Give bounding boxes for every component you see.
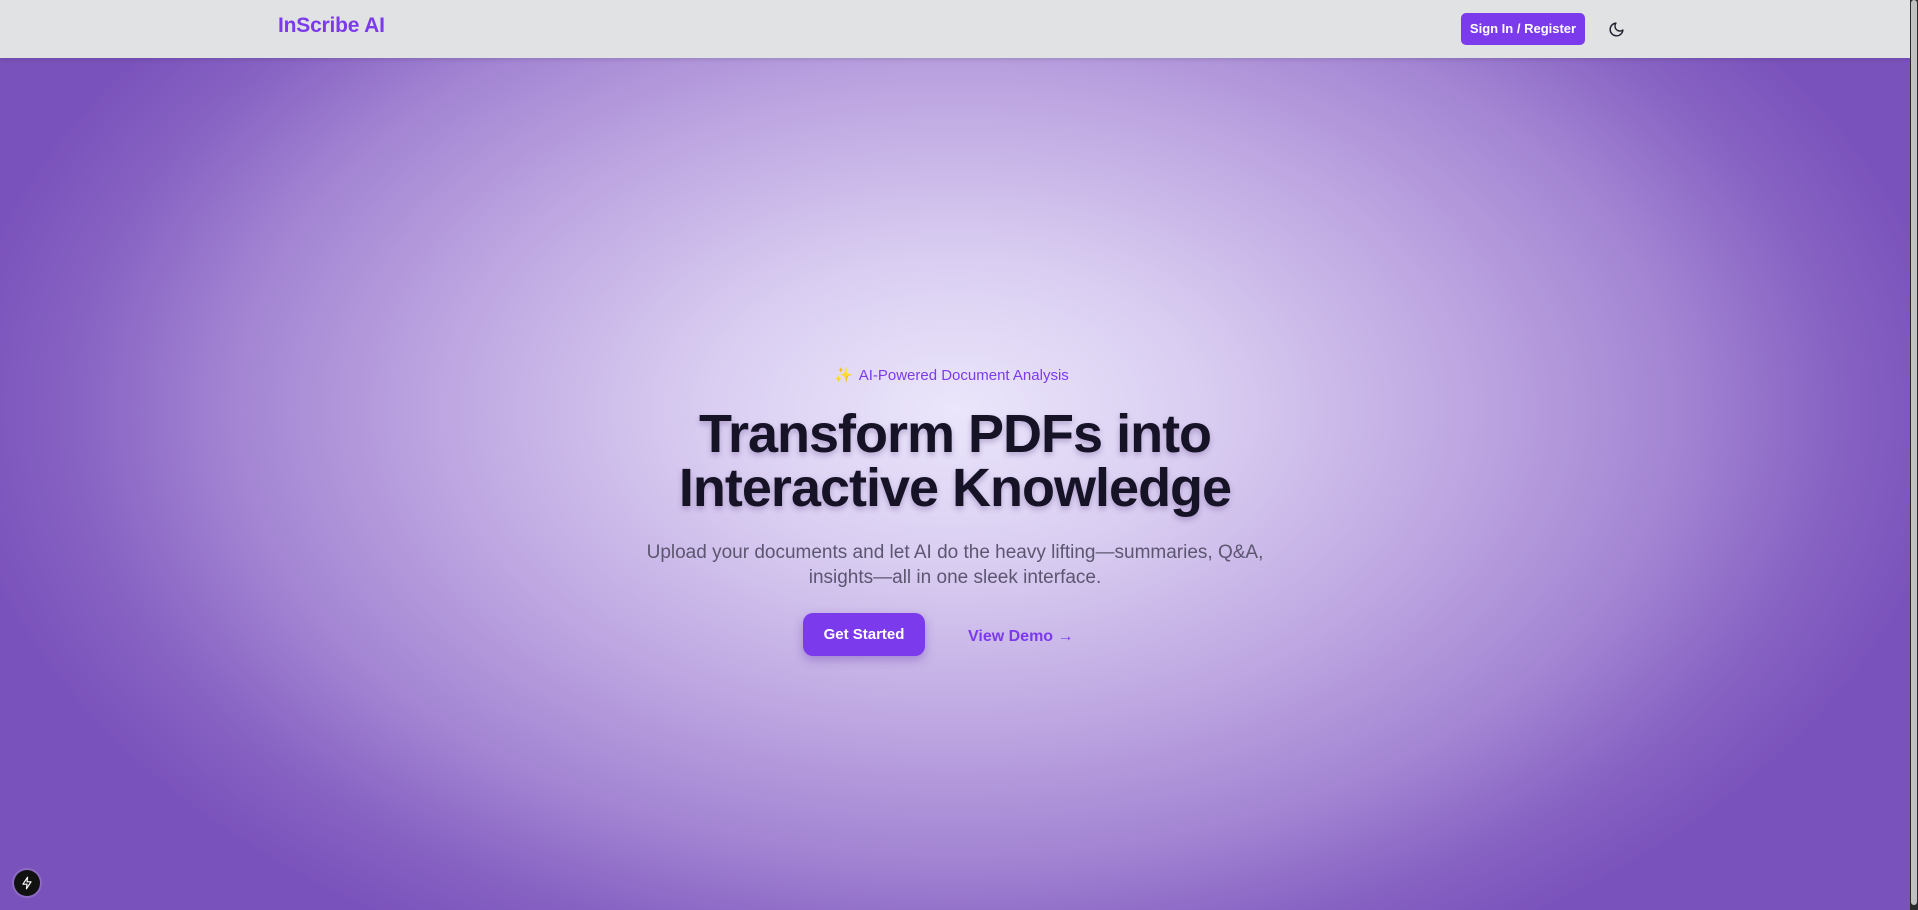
dev-tools-indicator-button[interactable]	[14, 870, 40, 896]
view-demo-link[interactable]: View Demo →	[968, 628, 1074, 645]
theme-toggle-button[interactable]	[1604, 17, 1628, 41]
sparkle-icon: ✨	[834, 367, 853, 384]
lightning-icon	[22, 876, 32, 890]
moon-icon	[1609, 21, 1624, 36]
hero-subtitle-line-1: Upload your documents and let AI do the …	[646, 542, 1264, 563]
hero-headline-line-1: Transform PDFs into	[698, 404, 1212, 464]
sign-in-register-button[interactable]: Sign In / Register	[1461, 13, 1585, 45]
get-started-button[interactable]: Get Started	[803, 613, 925, 656]
scrollbar-thumb[interactable]	[1911, 0, 1917, 905]
hero-eyebrow: ✨ AI-Powered Document Analysis	[834, 366, 1069, 384]
hero-headline-line-2: Interactive Knowledge	[678, 458, 1232, 518]
hero-subtitle-line-2: insights—all in one sleek interface.	[808, 567, 1102, 588]
brand-logo[interactable]: InScribe AI	[278, 14, 385, 37]
hero-eyebrow-text: AI-Powered Document Analysis	[858, 367, 1069, 384]
vertical-scrollbar[interactable]	[1910, 0, 1918, 910]
hero-subtitle: Upload your documents and let AI do the …	[630, 540, 1280, 590]
hero-headline: Transform PDFs into Interactive Knowledg…	[555, 407, 1355, 515]
top-navbar: InScribe AI Sign In / Register	[0, 0, 1910, 58]
